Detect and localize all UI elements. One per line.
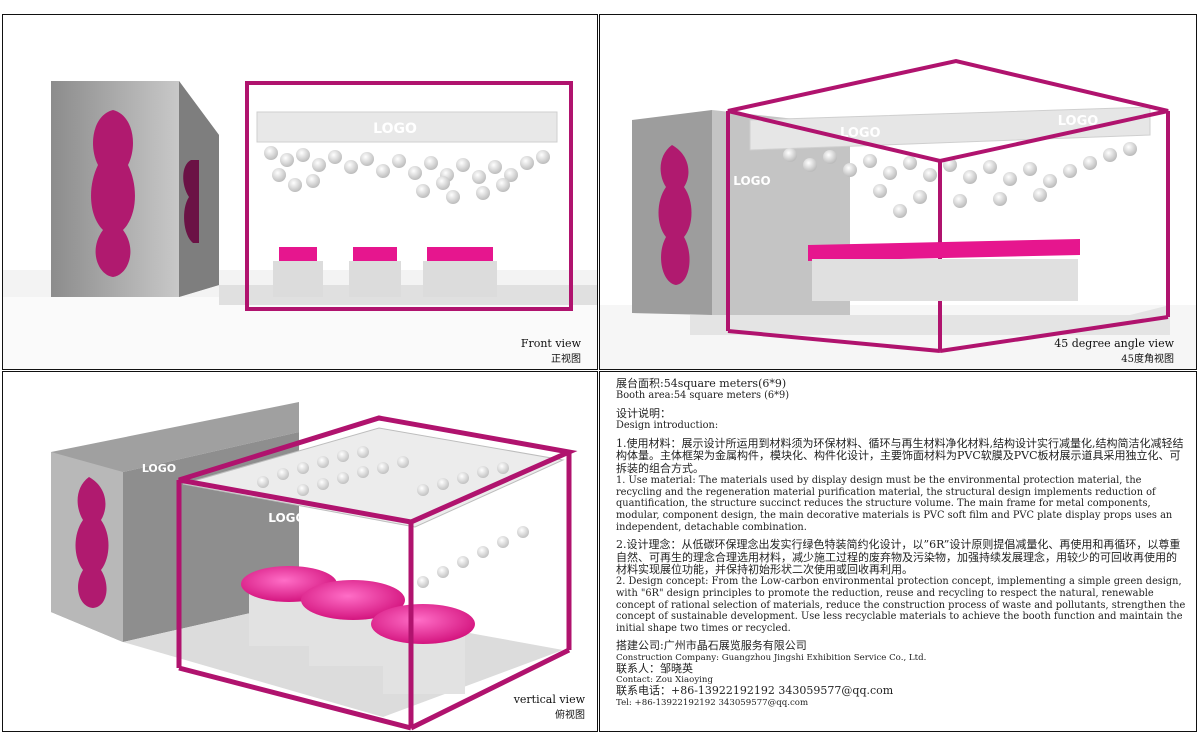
material-zh: 1.使用材料：展示设计所运用到材料须为环保材料、循环与再生材料净化材料,结构设计… bbox=[616, 437, 1184, 475]
vertical-view-label-zh: 俯视图 bbox=[555, 710, 585, 721]
vertical-view-panel: LOGO LOGO LOGO bbox=[2, 371, 598, 732]
front-view-panel: LOGO Front view 正视图 bbox=[2, 14, 598, 370]
angle-logo-left: LOGO bbox=[840, 126, 881, 141]
angle-view-render: LOGO LOGO LOGO bbox=[600, 58, 1196, 369]
vertical-view-label: vertical view bbox=[513, 693, 585, 706]
front-view-render: LOGO bbox=[3, 81, 597, 369]
front-view-caption: Front view 正视图 bbox=[521, 337, 581, 365]
concept-zh: 2.设计理念：从低碳环保理念出发实行绿色特装简约化设计，以”6R”设计原则提倡减… bbox=[616, 538, 1181, 576]
front-logo: LOGO bbox=[373, 121, 417, 137]
angle-view-caption: 45 degree angle view 45度角视图 bbox=[1054, 337, 1174, 365]
tel-en: Tel: +86-13922192192 343059577@qq.com bbox=[616, 697, 809, 708]
vertical-logo-side: LOGO bbox=[478, 500, 510, 535]
concept-en: 2. Design concept: From the Low-carbon e… bbox=[616, 576, 1186, 634]
angle-logo-wall: LOGO bbox=[733, 174, 770, 188]
intro-en: Design introduction: bbox=[616, 420, 719, 432]
vertical-view-render: LOGO LOGO LOGO bbox=[51, 402, 578, 731]
vertical-logo-wall: LOGO bbox=[142, 462, 176, 475]
angle-view-label-zh: 45度角视图 bbox=[1121, 354, 1174, 365]
angle-view-panel: LOGO LOGO LOGO 45 degree bbox=[599, 14, 1197, 370]
intro-zh: 设计说明： bbox=[616, 407, 671, 420]
front-view-label-zh: 正视图 bbox=[551, 354, 581, 365]
contact-en: Contact: Zou Xiaoying bbox=[616, 675, 713, 686]
description-panel: 展台面积:54square meters(6*9) Booth area:54 … bbox=[599, 371, 1197, 732]
company-zh: 搭建公司:广州市晶石展览服务有限公司 bbox=[616, 639, 807, 653]
vertical-logo-center: LOGO bbox=[268, 511, 305, 525]
angle-logo-right: LOGO bbox=[1058, 114, 1099, 129]
vertical-view-caption: vertical view 俯视图 bbox=[514, 693, 585, 721]
booth-area-en: Booth area:54 square meters (6*9) bbox=[616, 390, 790, 402]
angle-view-label: 45 degree angle view bbox=[1054, 337, 1174, 350]
company-en: Construction Company: Guangzhou Jingshi … bbox=[616, 652, 927, 663]
front-view-label: Front view bbox=[520, 337, 581, 350]
contact-zh: 联系人：邹晓英 bbox=[616, 661, 693, 675]
material-en: 1. Use material: The materials used by d… bbox=[616, 475, 1173, 533]
booth-area-zh: 展台面积:54square meters(6*9) bbox=[616, 377, 787, 390]
design-description: 展台面积:54square meters(6*9) Booth area:54 … bbox=[616, 377, 1186, 708]
tel-zh: 联系电话：+86-13922192192 343059577@qq.com bbox=[616, 684, 894, 698]
